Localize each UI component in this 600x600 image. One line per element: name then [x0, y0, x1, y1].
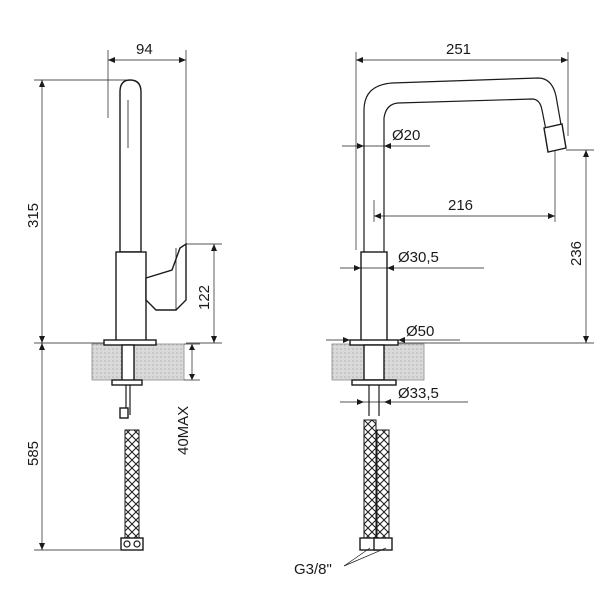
dim-d305-arrow-r: [387, 265, 394, 271]
dim-d335-arrow-r: [384, 399, 391, 405]
side-hose-end-a: [123, 540, 131, 548]
front-hose-right: [376, 429, 390, 541]
dim-216-arrow-l: [374, 213, 381, 219]
dim-40max-arrow-b: [189, 374, 195, 380]
dim-216-arrow-r: [548, 213, 555, 219]
dim-94-arrow-l: [108, 57, 115, 63]
dim-d20-arrow-l: [357, 143, 364, 149]
side-body: [115, 251, 147, 343]
thread-label: G3/8": [294, 561, 332, 578]
dim-d50-label: Ø50: [406, 323, 434, 340]
front-shank: [363, 344, 385, 381]
dim-585-arrow-t: [39, 343, 45, 350]
dim-585-label: 585: [25, 441, 42, 466]
dim-236-label: 236: [568, 241, 585, 266]
front-hose-left: [363, 419, 377, 541]
front-spout-tip: [543, 123, 567, 153]
dim-d305-label: Ø30,5: [398, 249, 439, 266]
front-nut: [351, 379, 397, 386]
side-hose: [124, 429, 140, 541]
dim-d20-arrow-r: [384, 143, 391, 149]
front-view: 251 Ø20 216 236 Ø30,5 Ø50 Ø33,: [294, 41, 594, 578]
front-spout-inner: [383, 98, 549, 252]
dim-315-arrow-b: [39, 336, 45, 343]
dim-315-arrow-t: [39, 80, 45, 87]
side-countertop: [91, 343, 185, 381]
side-hose-end-b: [133, 540, 141, 548]
dim-d50-arrow-l: [343, 337, 350, 343]
dim-236-arrow-b: [583, 336, 589, 343]
dim-40max-arrow-t: [189, 344, 195, 350]
front-body: [360, 251, 388, 343]
side-lever: [145, 242, 187, 311]
dim-122-arrow-t: [211, 244, 217, 251]
side-nut: [111, 379, 143, 386]
dim-315-label: 315: [25, 203, 42, 228]
dim-122-label: 122: [196, 285, 213, 310]
dim-236-arrow-t: [583, 150, 589, 157]
dim-251-label: 251: [446, 41, 471, 58]
front-spout-outer: [363, 77, 564, 252]
dim-251-arrow-l: [356, 57, 363, 63]
side-fitting: [119, 407, 129, 419]
front-base-plate: [349, 339, 399, 346]
dim-d335-label: Ø33,5: [398, 385, 439, 402]
dim-94-label: 94: [136, 41, 153, 58]
side-base-plate: [103, 339, 157, 346]
front-hose-end-right: [373, 537, 393, 551]
dim-585-arrow-b: [39, 543, 45, 550]
dim-94-arrow-r: [179, 57, 186, 63]
dim-122-arrow-b: [211, 336, 217, 343]
dim-40max-label: 40MAX: [175, 406, 192, 455]
side-view: 94 315 122 585 40MAX: [25, 41, 222, 551]
dim-216-label: 216: [448, 197, 473, 214]
dim-d335-arrow-l: [357, 399, 364, 405]
side-shank: [121, 344, 135, 384]
thread-leader-2: [343, 547, 387, 567]
side-spout: [119, 79, 142, 253]
dim-d20-label: Ø20: [392, 127, 420, 144]
dim-251-arrow-r: [561, 57, 568, 63]
dim-d305-arrow-l: [354, 265, 361, 271]
thread-leader-1: [343, 547, 371, 567]
dim-d50-arrow-r: [398, 337, 405, 343]
